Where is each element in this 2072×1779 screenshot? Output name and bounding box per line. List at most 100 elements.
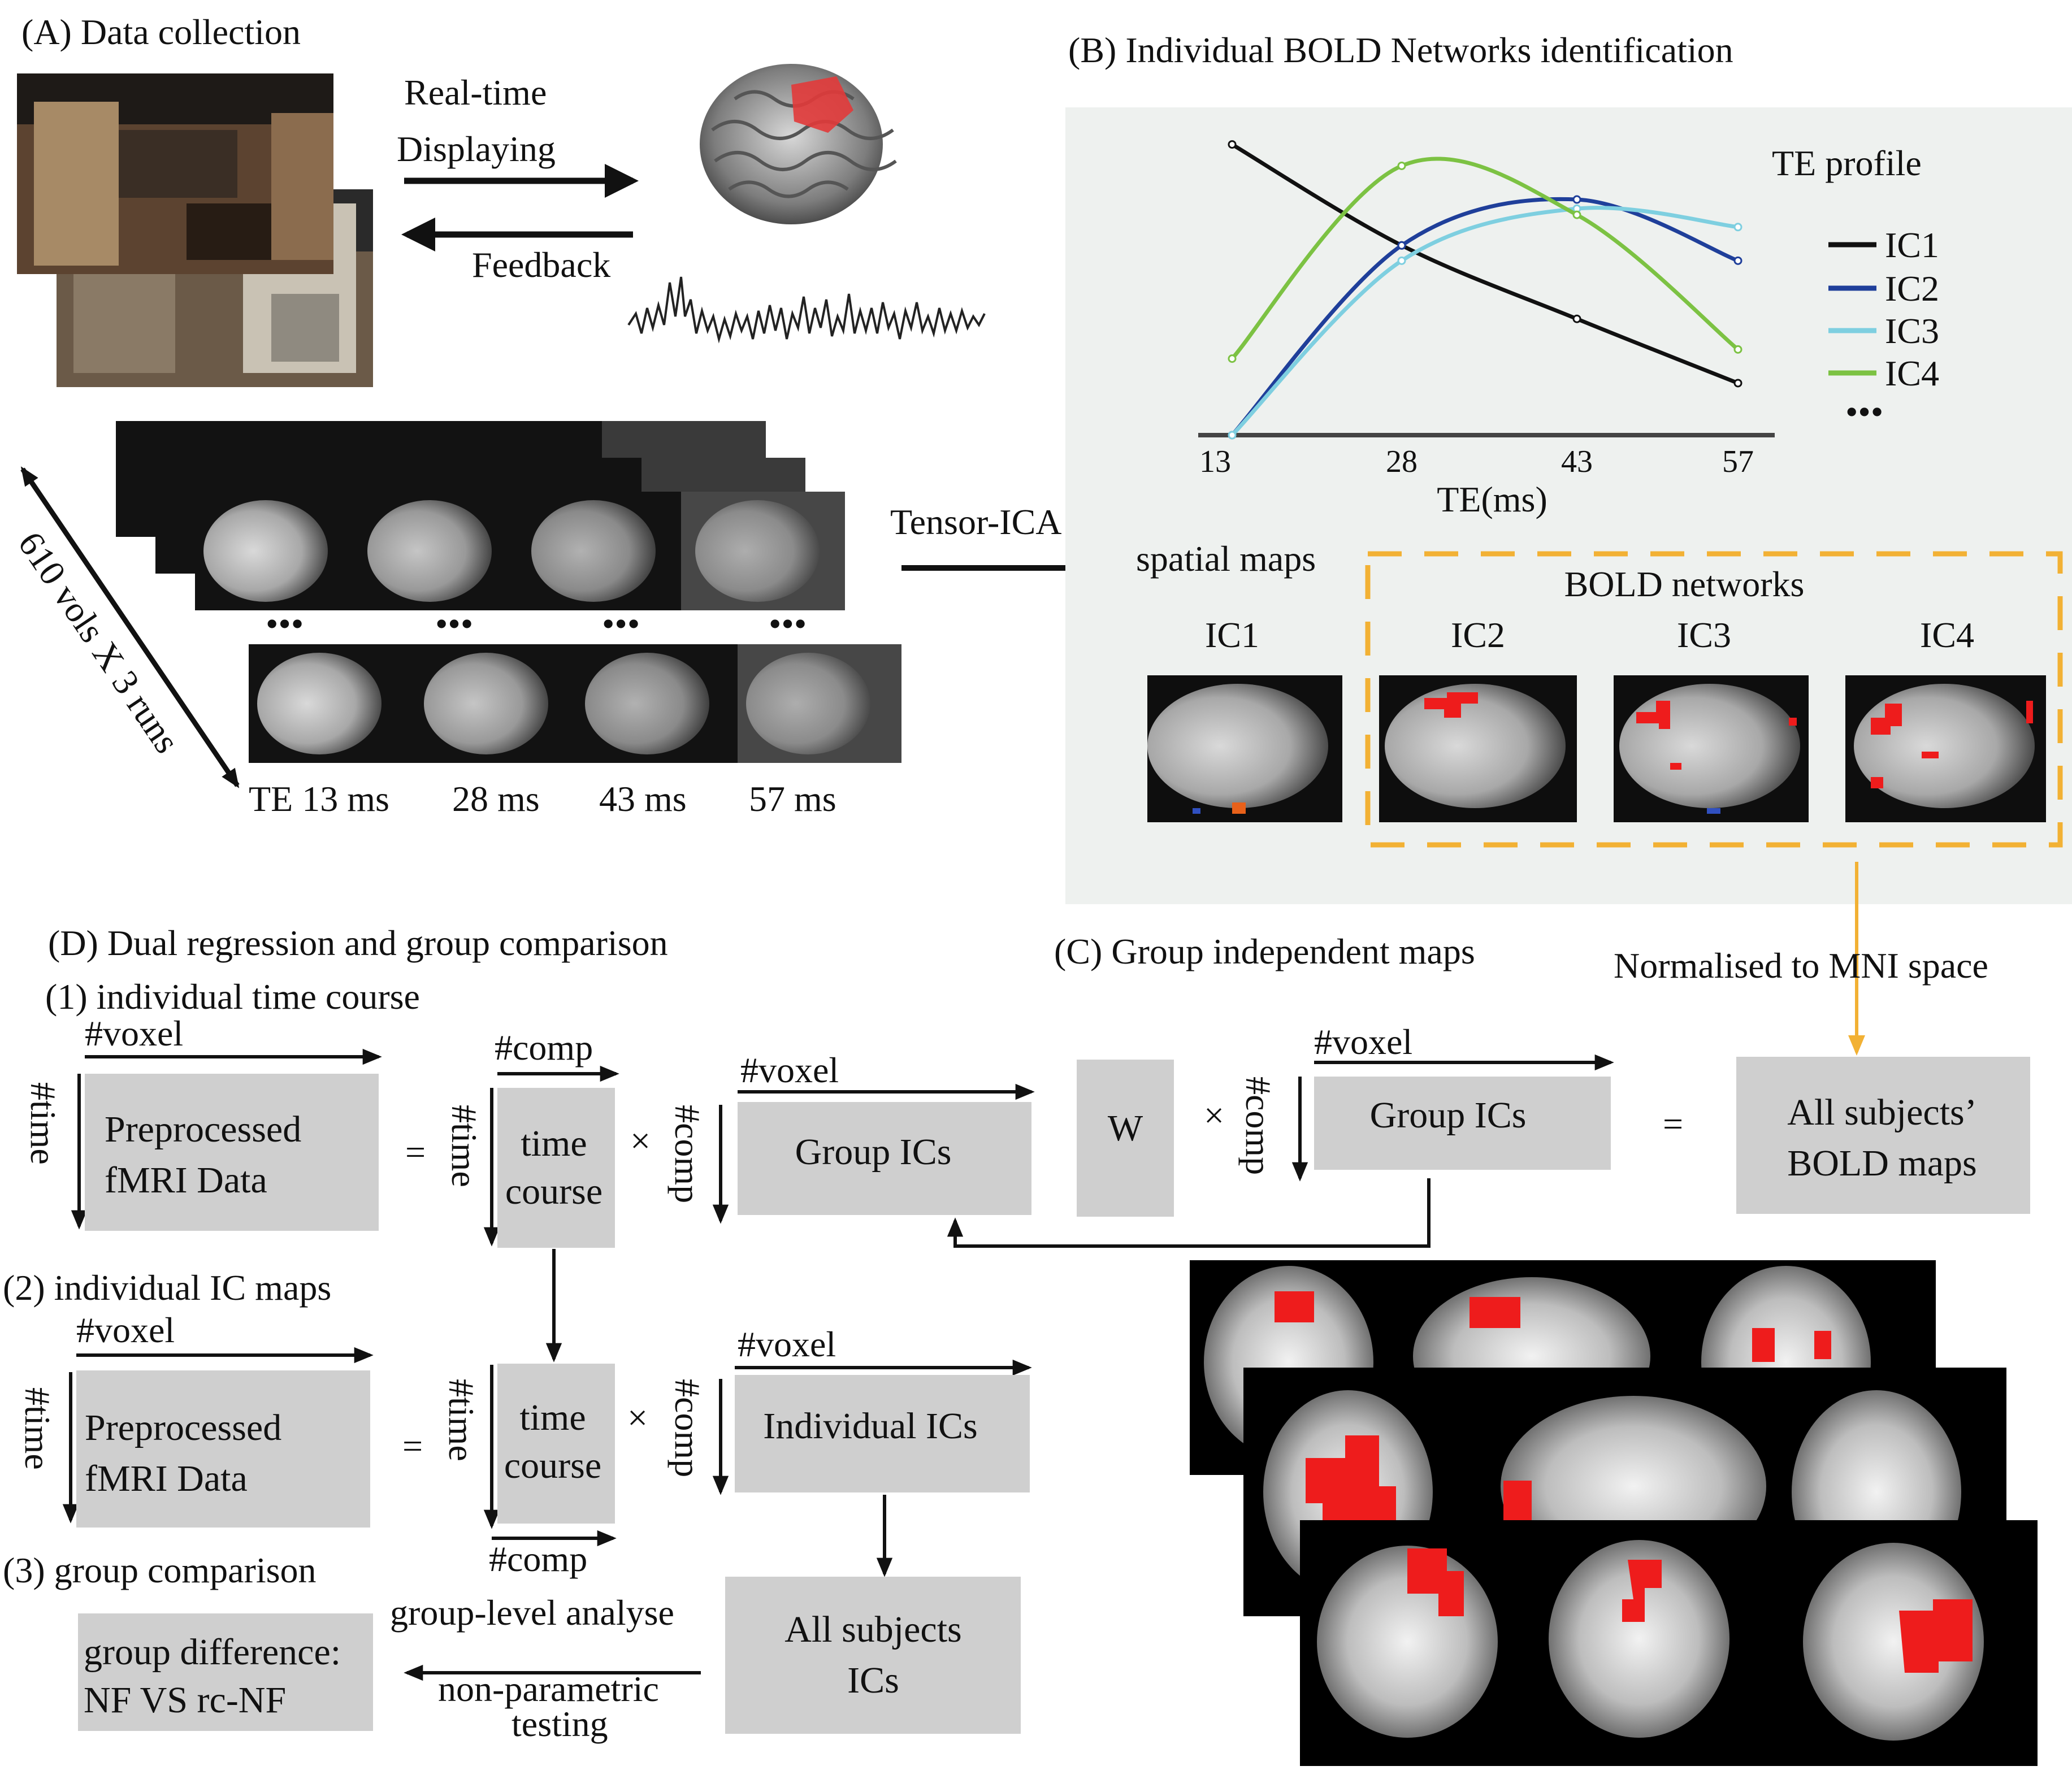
normalised-label: Normalised to MNI space [1614, 945, 1988, 986]
legend-more: ••• [1845, 392, 1883, 432]
mri-stack-row-last [249, 644, 901, 763]
point-ic2-43 [1572, 195, 1581, 204]
group-difference-line2: NF VS rc-NF [84, 1680, 286, 1721]
group-difference-line1: group difference: [84, 1632, 341, 1673]
panel-d-title: (D) Dual regression and group comparison [48, 923, 668, 963]
point-ic1-43 [1572, 314, 1581, 323]
d1-timecourse-box [497, 1088, 615, 1248]
d2-individual-ics-box [735, 1375, 1030, 1492]
step2-label: (2) individual IC maps [3, 1268, 331, 1308]
group-level-label: group-level analyse [390, 1593, 674, 1633]
c-comp-label: #comp [1238, 1077, 1278, 1175]
legend-label-ic1: IC1 [1885, 225, 1939, 265]
d1-gcomp-label: #comp [667, 1105, 708, 1203]
spatial-maps-label: spatial maps [1136, 539, 1316, 579]
point-ic4-13 [1228, 354, 1237, 363]
game-screenshot-front [17, 73, 333, 274]
d2-timecourse-line2: course [504, 1445, 601, 1486]
vols-runs-arrow [20, 466, 240, 788]
d1-group-ics-box [738, 1102, 1031, 1215]
point-ic4-57 [1733, 345, 1742, 354]
c-voxel-label: #voxel [1314, 1022, 1412, 1062]
w-label: W [1108, 1108, 1143, 1149]
legend-label-ic3: IC3 [1885, 311, 1939, 351]
series-line-ic3 [1230, 206, 1739, 437]
x-tick-43: 43 [1561, 444, 1593, 479]
d1-comp-label: #comp [495, 1027, 593, 1068]
chart-legend: TE profile IC1 IC2 IC3 IC4 ••• [1772, 143, 1939, 432]
point-ic1-57 [1733, 379, 1742, 388]
c-times: × [1204, 1095, 1224, 1135]
bold-networks-dashed-box [1365, 551, 2063, 848]
bold-timeseries-trace [627, 276, 986, 344]
spatial-map-ic2 [1379, 675, 1577, 822]
realtime-label: Real-time [404, 72, 547, 112]
group-difference-box [78, 1613, 373, 1731]
series-line-ic1 [1231, 142, 1739, 385]
d1-timecourse-line2: course [505, 1171, 602, 1212]
series-line-ic2 [1230, 197, 1739, 437]
all-bold-maps-line2: BOLD maps [1787, 1143, 1976, 1184]
te-label-57: 57 ms [749, 779, 836, 819]
stack-ellipsis-1: ••• [266, 604, 304, 644]
map-label-ic2: IC2 [1451, 615, 1505, 655]
spatial-map-ic1 [1147, 675, 1342, 822]
mri-stack-row3 [195, 492, 845, 610]
d1-voxel-label: #voxel [85, 1013, 183, 1053]
d2-equals: = [402, 1426, 423, 1466]
x-tick-13: 13 [1199, 444, 1231, 479]
mni-brain-row3 [1300, 1520, 2038, 1766]
point-ic2-28 [1397, 241, 1406, 250]
c-group-ics-box [1314, 1077, 1611, 1170]
d2-timecourse-box [497, 1364, 615, 1524]
legend-title: TE profile [1772, 143, 1922, 183]
point-ic3-28 [1397, 256, 1406, 265]
group-ics-link-arrow [947, 1178, 1431, 1248]
d2-individual-ics-label: Individual ICs [763, 1405, 977, 1447]
d2-timecourse-line1: time [519, 1397, 586, 1438]
all-subjects-ics-line1: All subjects [784, 1609, 961, 1650]
d1-preprocessed-line2: fMRI Data [105, 1160, 267, 1201]
d1-preprocessed-box [85, 1074, 379, 1231]
step1-label: (1) individual time course [45, 977, 420, 1017]
d2-ivoxel-label: #voxel [738, 1324, 836, 1364]
te-label-13: TE 13 ms [249, 779, 389, 819]
nonparam-line1: non-parametric [438, 1669, 659, 1709]
panel-a-title: (A) Data collection [21, 12, 301, 52]
x-axis-label: TE(ms) [1437, 479, 1548, 519]
d1-preprocessed-line1: Preprocessed [105, 1109, 301, 1150]
x-tick-57: 57 [1722, 444, 1754, 479]
stack-ellipsis-4: ••• [769, 604, 807, 644]
d2-time-label: #time [18, 1387, 58, 1470]
d2-voxel-label: #voxel [76, 1310, 175, 1350]
te-profile-chart: 13 28 43 57 TE(ms) [1198, 140, 1775, 519]
series-line-ic4 [1230, 157, 1740, 360]
point-ic4-28 [1397, 161, 1406, 170]
d1-timecourse-line1: time [521, 1123, 587, 1164]
nonparam-line2: testing [512, 1704, 608, 1744]
map-label-ic4: IC4 [1920, 615, 1974, 655]
legend-label-ic2: IC2 [1885, 268, 1939, 309]
d2-preprocessed-box [76, 1370, 370, 1528]
bold-networks-label: BOLD networks [1564, 564, 1805, 604]
d1-time-label: #time [23, 1082, 63, 1165]
map-label-ic3: IC3 [1677, 615, 1731, 655]
d2-icomp-label: #comp [667, 1379, 708, 1477]
stack-ellipsis-3: ••• [602, 604, 640, 644]
all-bold-maps-box [1736, 1057, 2030, 1214]
d1-tc-time-label: #time [444, 1105, 484, 1187]
feedback-label: Feedback [472, 245, 610, 285]
d2-tc-time-label: #time [441, 1379, 482, 1461]
spatial-map-ic4 [1845, 675, 2046, 822]
all-subjects-ics-line2: ICs [847, 1660, 899, 1701]
displaying-label: Displaying [397, 129, 556, 169]
x-tick-28: 28 [1386, 444, 1418, 479]
tensor-ica-label: Tensor-ICA [890, 502, 1062, 542]
c-group-ics-label: Group ICs [1370, 1095, 1527, 1136]
step3-label: (3) group comparison [3, 1550, 317, 1590]
all-bold-maps-line1: All subjects’ [1787, 1092, 1976, 1133]
all-subjects-ics-box [725, 1577, 1021, 1734]
panel-c-title: (C) Group independent maps [1054, 931, 1475, 971]
point-ic4-43 [1572, 210, 1581, 219]
